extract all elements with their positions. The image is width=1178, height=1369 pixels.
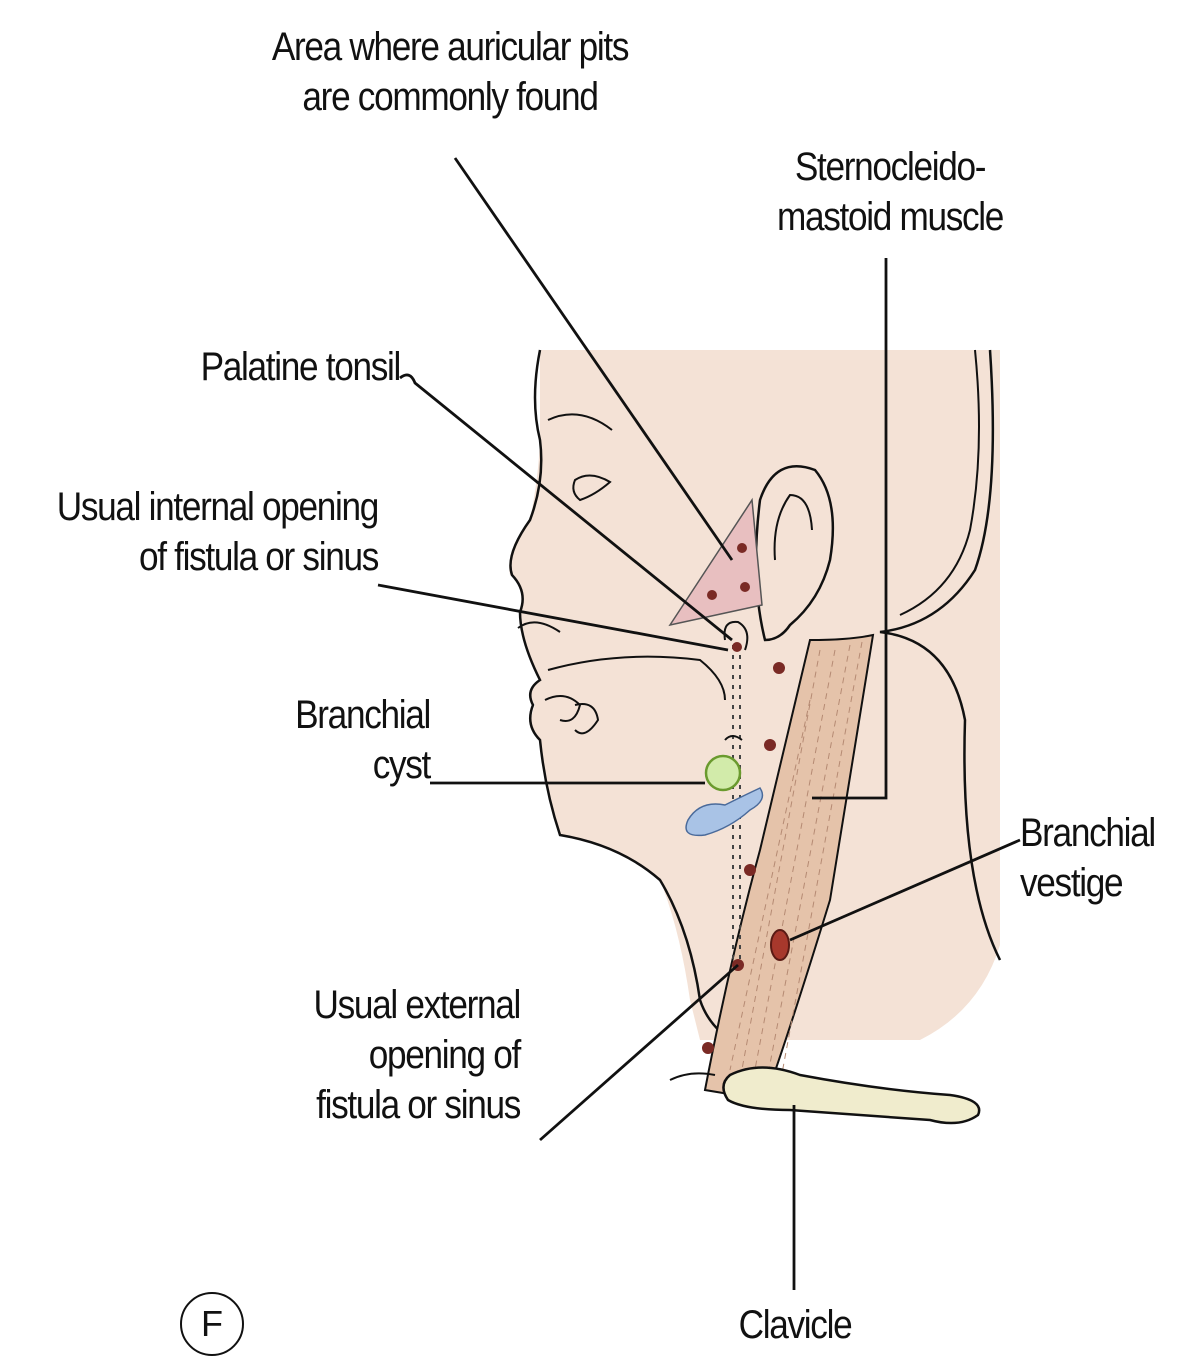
label-internal-opening-line2: of fistula or sinus [45, 532, 378, 582]
label-clavicle: Clavicle [711, 1300, 878, 1350]
branchial-cyst [706, 756, 740, 790]
label-auricular-pits-line1: Area where auricular pits [265, 22, 635, 72]
label-internal-opening-line1: Usual internal opening [45, 482, 378, 532]
branchial-vestige [771, 930, 789, 960]
label-internal-opening: Usual internal opening of fistula or sin… [45, 482, 378, 582]
auricular-pit [740, 582, 750, 592]
auricular-pit [707, 590, 717, 600]
label-sternocleidomastoid-line1: Sternocleido- [758, 142, 1022, 192]
internal-opening [732, 642, 742, 652]
sinus-dot [764, 739, 776, 751]
auricular-pit [737, 543, 747, 553]
label-sternocleidomastoid: Sternocleido- mastoid muscle [758, 142, 1022, 242]
label-branchial-cyst-line2: cyst [254, 740, 430, 790]
label-external-opening: Usual external opening of fistula or sin… [256, 980, 520, 1130]
label-auricular-pits: Area where auricular pits are commonly f… [265, 22, 635, 122]
label-sternocleidomastoid-line2: mastoid muscle [758, 192, 1022, 242]
sinus-dot [702, 1042, 714, 1054]
clavicle-bone [723, 1068, 979, 1124]
label-palatine-tonsil: Palatine tonsil [136, 342, 400, 392]
label-external-opening-line2: opening of [256, 1030, 520, 1080]
panel-letter: F [180, 1292, 244, 1356]
sinus-dot [773, 662, 785, 674]
label-branchial-cyst-line1: Branchial [254, 690, 430, 740]
label-auricular-pits-line2: are commonly found [265, 72, 635, 122]
label-branchial-vestige: Branchial vestige [1020, 808, 1159, 908]
label-branchial-vestige-line2: vestige [1020, 858, 1159, 908]
label-branchial-cyst: Branchial cyst [254, 690, 430, 790]
label-external-opening-line3: fistula or sinus [256, 1080, 520, 1130]
label-external-opening-line1: Usual external [256, 980, 520, 1030]
sinus-dot [744, 864, 756, 876]
label-branchial-vestige-line1: Branchial [1020, 808, 1159, 858]
